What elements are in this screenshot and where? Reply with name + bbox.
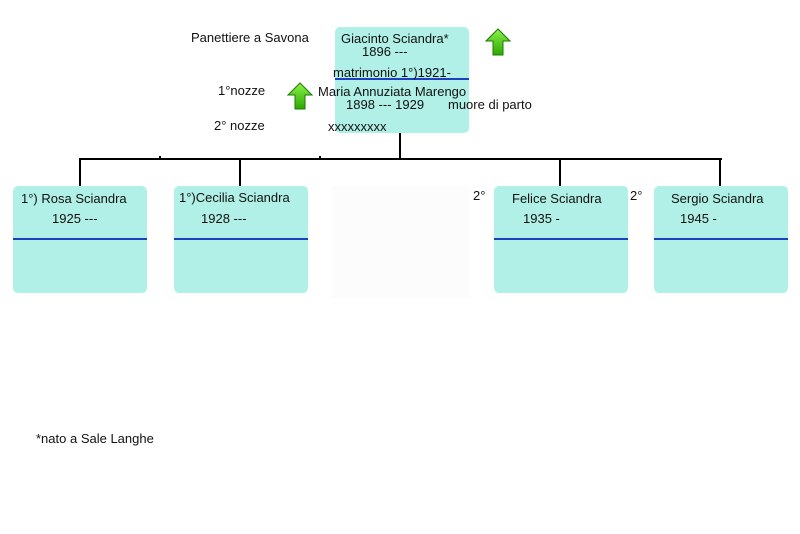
- empty-slot: [332, 186, 470, 298]
- child-marker: 2°: [473, 188, 486, 203]
- child-name: 1°)Cecilia Sciandra: [179, 190, 290, 205]
- child-dates: 1935 -: [523, 211, 560, 226]
- root-dates: 1896 ---: [362, 44, 408, 59]
- footnote: *nato a Sale Langhe: [36, 431, 154, 446]
- tick-mark: [159, 156, 161, 160]
- child-dates: 1925 ---: [52, 211, 98, 226]
- root-connector: [399, 133, 401, 159]
- child-connector: [79, 158, 81, 186]
- root-marriage: matrimonio 1°)1921-: [333, 65, 451, 80]
- child-connector: [719, 158, 721, 186]
- child-name: Sergio Sciandra: [671, 191, 764, 206]
- child-connector: [559, 158, 561, 186]
- root-name: Giacinto Sciandra*: [341, 31, 449, 46]
- spouse1-name: Maria Annuziata Marengo: [318, 84, 467, 99]
- child-separator: [13, 238, 147, 240]
- child-name: 1°) Rosa Sciandra: [21, 191, 127, 206]
- first-marriage-label: 1°nozze: [218, 83, 266, 98]
- child-dates: 1945 -: [680, 211, 717, 226]
- second-marriage-label: 2° nozze: [214, 118, 265, 133]
- sibling-bar: [79, 158, 722, 160]
- child-separator: [494, 238, 628, 240]
- root-separator: [335, 78, 469, 80]
- spouse1-note: muore di parto: [448, 97, 532, 112]
- child-marker: 2°: [630, 188, 643, 203]
- spouse2-name: xxxxxxxxx: [328, 119, 387, 134]
- child-separator: [654, 238, 788, 240]
- child-dates: 1928 ---: [201, 211, 247, 226]
- spouse1-dates: 1898 --- 1929: [346, 97, 425, 112]
- up-arrow-icon[interactable]: [485, 28, 511, 56]
- up-arrow-icon[interactable]: [287, 82, 313, 110]
- root-person-box[interactable]: [335, 27, 469, 133]
- child-connector: [239, 158, 241, 186]
- root-occupation: Panettiere a Savona: [191, 30, 309, 45]
- child-separator: [174, 238, 308, 240]
- tick-mark: [319, 156, 321, 160]
- child-name: Felice Sciandra: [512, 191, 602, 206]
